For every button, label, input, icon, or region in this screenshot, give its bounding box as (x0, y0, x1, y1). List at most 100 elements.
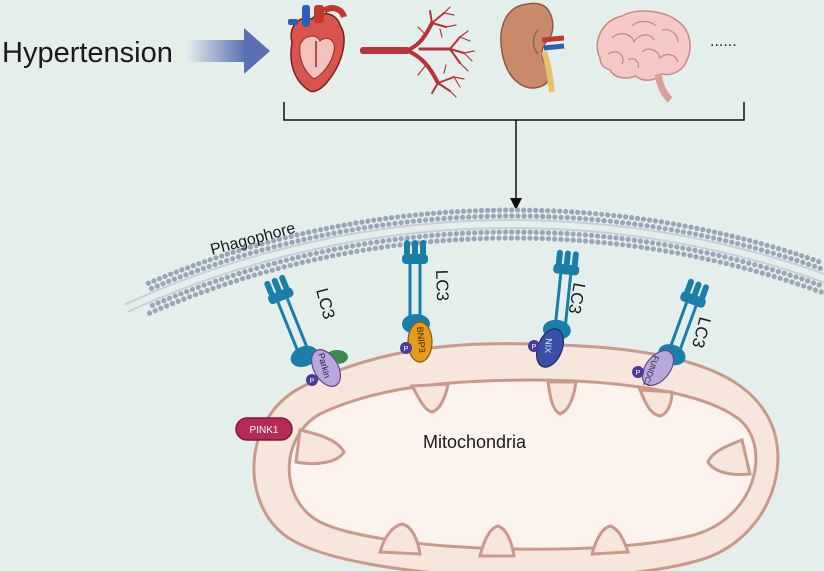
membrane-bead (752, 239, 759, 245)
parkin-protein (310, 349, 342, 387)
membrane-bead (508, 235, 514, 241)
membrane-bead (247, 244, 253, 250)
membrane-bead (723, 260, 729, 267)
pink1-protein: PINK1 (235, 417, 293, 441)
membrane-bead (248, 267, 254, 273)
membrane-bead (230, 249, 236, 255)
membrane-bead (576, 237, 583, 244)
membrane-bead (448, 209, 455, 215)
membrane-bead (160, 281, 166, 287)
membrane-bead (235, 254, 242, 260)
membrane-bead (729, 239, 735, 245)
membrane-bead (277, 242, 283, 248)
membrane-bead (723, 232, 729, 238)
membrane-bead (371, 217, 377, 223)
membrane-bead (224, 251, 230, 257)
membrane-bead (753, 268, 759, 274)
membrane-bead (355, 226, 361, 232)
membrane-bead (337, 245, 343, 251)
membrane-bead (404, 235, 410, 241)
membrane-bead (747, 267, 753, 273)
membrane-bead (275, 265, 281, 272)
membrane-bead (676, 222, 682, 228)
membrane-bead (158, 305, 164, 311)
membrane-bead (254, 265, 260, 271)
membrane-bead (434, 238, 440, 244)
membrane-bead (635, 215, 641, 221)
membrane-bead (299, 259, 305, 265)
lc3-receptor-4 (658, 278, 709, 366)
membrane-bead (239, 276, 246, 282)
membrane-bead (816, 258, 822, 265)
membrane-bead (607, 240, 613, 246)
membrane-bead (442, 209, 449, 215)
membrane-bead (368, 224, 374, 230)
membrane-bead (418, 211, 425, 217)
membrane-bead (173, 269, 179, 275)
membrane-bead (558, 236, 564, 242)
membrane-bead (589, 216, 595, 222)
membrane-bead (392, 220, 398, 226)
membrane-bead (485, 207, 491, 213)
membrane-bead (811, 263, 818, 269)
membrane-bead (704, 250, 710, 256)
membrane-bead (601, 240, 607, 246)
membrane-bead (245, 274, 251, 280)
svg-text:P: P (310, 378, 315, 385)
membrane-bead (723, 238, 729, 244)
membrane-bead (793, 274, 799, 280)
membrane-bead (185, 265, 191, 271)
membrane-bead (509, 213, 515, 219)
membrane-bead (361, 225, 368, 231)
membrane-bead (764, 249, 771, 255)
membrane-bead (758, 263, 764, 269)
membrane-bead (348, 249, 354, 255)
phagophore-membrane (124, 207, 824, 316)
membrane-bead (260, 263, 266, 270)
membrane-bead (637, 238, 644, 244)
membrane-bead (794, 257, 800, 264)
membrane-bead (323, 254, 330, 260)
membrane-bead (711, 235, 717, 241)
membrane-bead (368, 240, 374, 246)
membrane-bead (515, 207, 521, 213)
membrane-bead (764, 265, 770, 271)
membrane-bead (795, 281, 801, 287)
membrane-bead (149, 302, 156, 308)
membrane-bead (491, 207, 497, 213)
membrane-bead (460, 208, 467, 214)
membrane-bead (490, 229, 496, 235)
membrane-bead (156, 276, 163, 282)
membrane-bead (312, 228, 318, 234)
membrane-bead (545, 208, 551, 214)
pink1-label: PINK1 (250, 425, 279, 436)
membrane-bead (777, 275, 783, 281)
membrane-bead (539, 235, 545, 242)
membrane-bead (656, 225, 662, 231)
membrane-bead (680, 229, 687, 235)
membrane-bead (694, 225, 700, 231)
phospho-2 (400, 342, 412, 354)
membrane-bead (638, 244, 644, 250)
membrane-bead (552, 236, 558, 242)
membrane-bead (663, 248, 669, 254)
membrane-bead (799, 276, 805, 282)
membrane-bead (570, 237, 576, 243)
bnip3-label: BNIP3 (415, 326, 427, 353)
membrane-bead (301, 253, 307, 259)
membrane-bead (668, 227, 674, 233)
membrane-bead (521, 213, 527, 219)
membrane-bead (799, 253, 805, 259)
membrane-bead (287, 262, 293, 268)
membrane-bead (181, 296, 187, 302)
membrane-bead (816, 282, 822, 288)
membrane-bead (711, 258, 717, 264)
membrane-bead (644, 223, 650, 229)
membrane-bead (416, 234, 423, 240)
membrane-bead (509, 207, 515, 213)
membrane-bead (540, 213, 546, 220)
membrane-bead (699, 255, 705, 261)
membrane-bead (740, 258, 746, 265)
membrane-bead (459, 236, 465, 242)
membrane-bead (398, 236, 404, 242)
